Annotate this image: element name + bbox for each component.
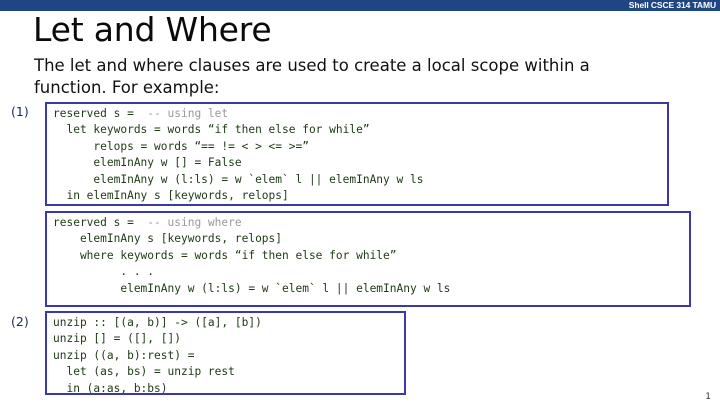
code-head-where: reserved s = — [53, 216, 148, 229]
code-head-let: reserved s = — [53, 107, 148, 120]
header-banner: Shell CSCE 314 TAMU — [0, 0, 720, 11]
page-title: Let and Where — [33, 10, 272, 49]
code-block-let: reserved s = -- using let let keywords =… — [45, 102, 669, 206]
slide-subtitle: The let and where clauses are used to cr… — [34, 56, 590, 97]
code-comment-where: -- using where — [147, 216, 242, 229]
code-body-where: elemInAny s [keywords, relops] where key… — [79, 232, 451, 295]
code-body-let: let keywords = words “if then else for w… — [66, 123, 424, 203]
course-label: Shell CSCE 314 TAMU — [628, 0, 716, 10]
list-marker-1: (1) — [11, 104, 29, 119]
code-block-unzip: unzip :: [(a, b)] -> ([a], [b]) unzip []… — [45, 311, 406, 395]
code-comment-let: -- using let — [147, 107, 229, 120]
code-block-where: reserved s = -- using where elemInAny s … — [45, 211, 691, 307]
page-number: 1 — [705, 392, 711, 402]
list-marker-2: (2) — [11, 314, 29, 329]
